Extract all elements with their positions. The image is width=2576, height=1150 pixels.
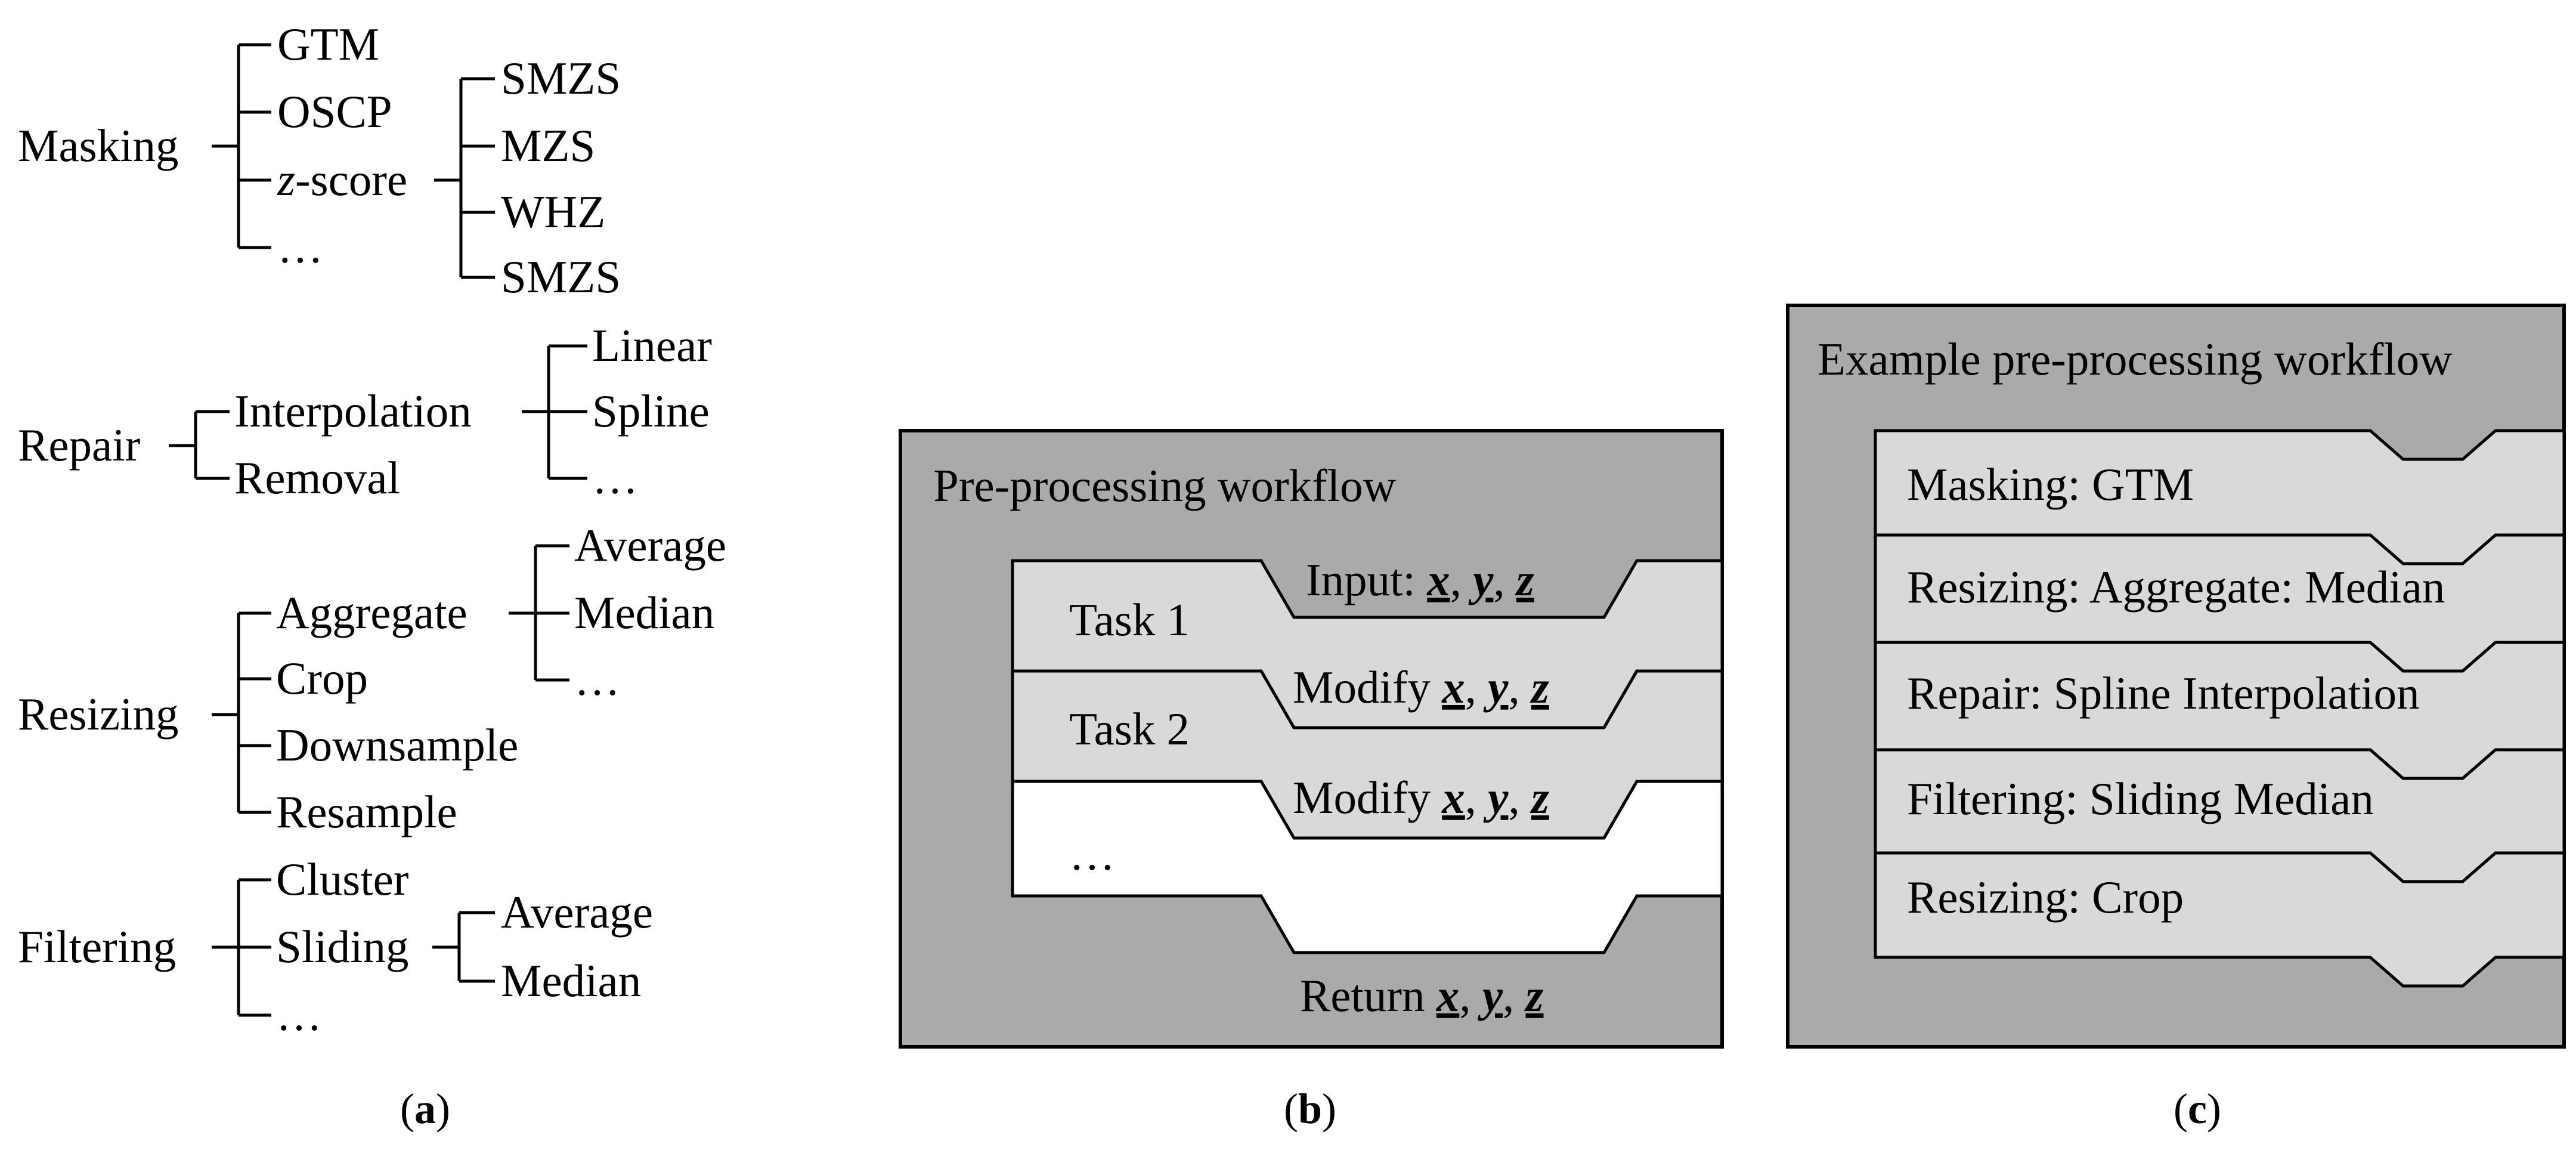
return-label: Return x, y, z bbox=[1300, 970, 1544, 1021]
resizing-item-crop: Crop bbox=[276, 653, 368, 704]
masking-label: Masking bbox=[18, 120, 179, 171]
repair-item-removal: Removal bbox=[234, 452, 400, 503]
caption-a: (a) bbox=[400, 1085, 450, 1133]
filtering-label: Filtering bbox=[18, 921, 176, 972]
workflow-ellipsis: … bbox=[1069, 829, 1115, 880]
resizing-item-downsample: Downsample bbox=[276, 719, 518, 771]
filtering-group: Filtering Cluster Sliding … Average Medi… bbox=[18, 854, 653, 1040]
task1-label: Task 1 bbox=[1069, 594, 1190, 645]
sliding-item-median: Median bbox=[501, 955, 641, 1006]
repair-label: Repair bbox=[18, 419, 140, 471]
repair-group: Repair Interpolation Removal Linear Spli… bbox=[18, 320, 712, 503]
resizing-item-aggregate: Aggregate bbox=[276, 587, 467, 638]
caption-b: (b) bbox=[1284, 1085, 1336, 1133]
repair-item-interpolation: Interpolation bbox=[234, 385, 472, 437]
interpolation-item-linear: Linear bbox=[592, 320, 712, 371]
example-step-4-label: Filtering: Sliding Median bbox=[1907, 773, 2374, 824]
example-step-5-block bbox=[1874, 851, 2566, 988]
aggregate-item-ellipsis: … bbox=[574, 654, 620, 705]
aggregate-item-average: Average bbox=[574, 520, 726, 571]
masking-item-zscore: z-score bbox=[277, 154, 407, 205]
sliding-item-average: Average bbox=[501, 886, 653, 938]
resizing-label: Resizing bbox=[18, 688, 178, 740]
masking-group: Masking GTM OSCP z-score … SMZS MZS WHZ … bbox=[18, 18, 621, 302]
aggregate-item-median: Median bbox=[574, 587, 714, 638]
masking-item-ellipsis: … bbox=[277, 221, 323, 273]
panel-c-example-workflow: Example pre-processing workflow Masking:… bbox=[1786, 304, 2566, 1133]
resizing-group: Resizing Aggregate Crop Downsample Resam… bbox=[18, 520, 726, 837]
interpolation-item-spline: Spline bbox=[592, 385, 710, 437]
zscore-item-mzs: MZS bbox=[501, 120, 595, 171]
filtering-item-cluster: Cluster bbox=[276, 854, 408, 905]
masking-item-gtm: GTM bbox=[277, 18, 379, 70]
caption-c: (c) bbox=[2174, 1085, 2221, 1133]
zscore-item-whz: WHZ bbox=[501, 186, 605, 237]
workflow-title: Pre-processing workflow bbox=[933, 460, 1397, 511]
modify-label-2: Modify x, y, z bbox=[1293, 772, 1549, 823]
masking-item-oscp: OSCP bbox=[277, 86, 392, 137]
example-title: Example pre-processing workflow bbox=[1818, 333, 2453, 385]
zscore-item-smzs: SMZS bbox=[501, 52, 621, 104]
task2-label: Task 2 bbox=[1069, 703, 1190, 755]
panel-a-taxonomy-tree: Masking GTM OSCP z-score … SMZS MZS WHZ … bbox=[18, 18, 726, 1133]
example-step-1-label: Masking: GTM bbox=[1907, 459, 2194, 510]
resizing-item-resample: Resample bbox=[276, 786, 457, 837]
filtering-item-ellipsis: … bbox=[276, 989, 322, 1040]
filtering-item-sliding: Sliding bbox=[276, 921, 409, 972]
workflow-open-block bbox=[1011, 780, 1724, 954]
interpolation-item-ellipsis: … bbox=[592, 452, 638, 503]
zscore-item-smzs-2: SMZS bbox=[501, 251, 621, 302]
panel-b-workflow: Pre-processing workflow Task 1 Task 2 … … bbox=[899, 429, 1724, 1133]
input-label: Input: x, y, z bbox=[1306, 554, 1534, 605]
modify-label-1: Modify x, y, z bbox=[1293, 661, 1549, 713]
example-step-3-label: Repair: Spline Interpolation bbox=[1907, 667, 2420, 719]
example-step-2-label: Resizing: Aggregate: Median bbox=[1907, 561, 2445, 613]
example-step-5-label: Resizing: Crop bbox=[1907, 871, 2184, 923]
